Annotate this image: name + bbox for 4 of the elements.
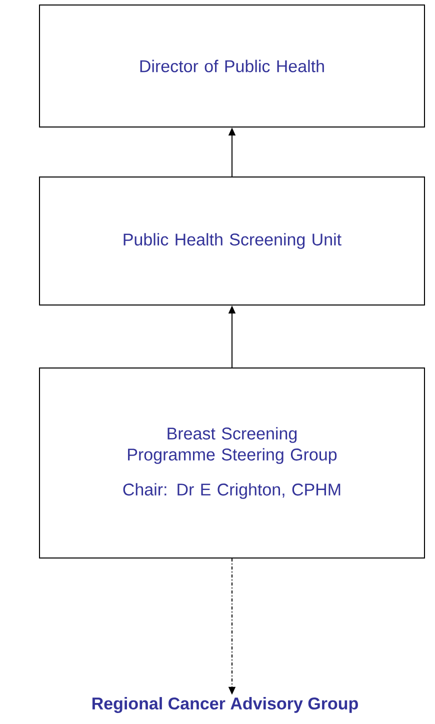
group-label: Regional Cancer Advisory Group xyxy=(92,697,358,713)
org-box: Public Health Screening Unit xyxy=(39,176,425,306)
org-box: Director of Public Health xyxy=(39,4,425,128)
org-box: Breast Screening Programme Steering Group Chair: Dr E Crighton, CPHM xyxy=(39,368,425,558)
